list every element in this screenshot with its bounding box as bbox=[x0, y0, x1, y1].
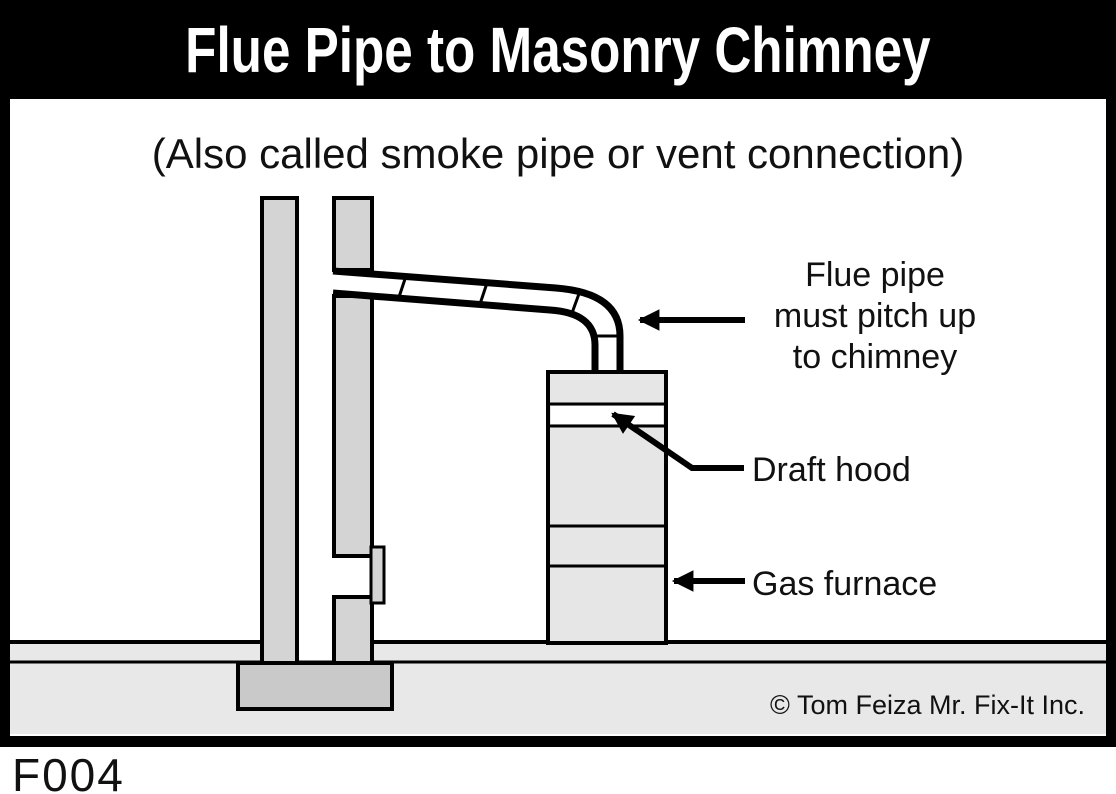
gas-furnace-drawing bbox=[546, 370, 668, 645]
gas-furnace-label: Gas furnace bbox=[752, 565, 938, 603]
chimney-right-wall-middle bbox=[332, 294, 374, 558]
flue-pipe-inner-edge bbox=[332, 289, 599, 374]
flue-pipe-label-line1: Flue pipe bbox=[805, 256, 945, 294]
chimney-cleanout-door bbox=[369, 545, 386, 605]
basement-floor bbox=[10, 640, 1106, 734]
flue-pipe bbox=[332, 267, 624, 374]
chimney-right-wall-upper bbox=[332, 196, 374, 272]
flue-pipe-joint-seams bbox=[397, 275, 620, 338]
flue-pipe-label: Flue pipe must pitch up to chimney bbox=[725, 255, 1025, 378]
chimney-footing bbox=[236, 661, 394, 711]
chimney-left-wall bbox=[260, 196, 299, 665]
title-bar: Flue Pipe to Masonry Chimney bbox=[0, 0, 1116, 99]
copyright-notice: © Tom Feiza Mr. Fix-It Inc. bbox=[770, 690, 1085, 720]
frame-border bbox=[0, 97, 1116, 747]
draft-hood-arrow bbox=[611, 411, 744, 471]
flue-pipe-outer-edge bbox=[332, 267, 624, 374]
flue-pipe-label-line3: to chimney bbox=[792, 338, 958, 376]
draft-hood-opening bbox=[551, 406, 663, 424]
figure-title: Flue Pipe to Masonry Chimney bbox=[185, 13, 931, 86]
figure-subtitle: (Also called smoke pipe or vent connecti… bbox=[151, 130, 965, 177]
chimney-right-wall-lower bbox=[332, 595, 374, 665]
figure-id: F004 bbox=[12, 749, 125, 794]
draft-hood-label: Draft hood bbox=[752, 451, 911, 489]
masonry-chimney bbox=[260, 196, 386, 665]
flue-pipe-label-line2: must pitch up bbox=[773, 297, 977, 335]
